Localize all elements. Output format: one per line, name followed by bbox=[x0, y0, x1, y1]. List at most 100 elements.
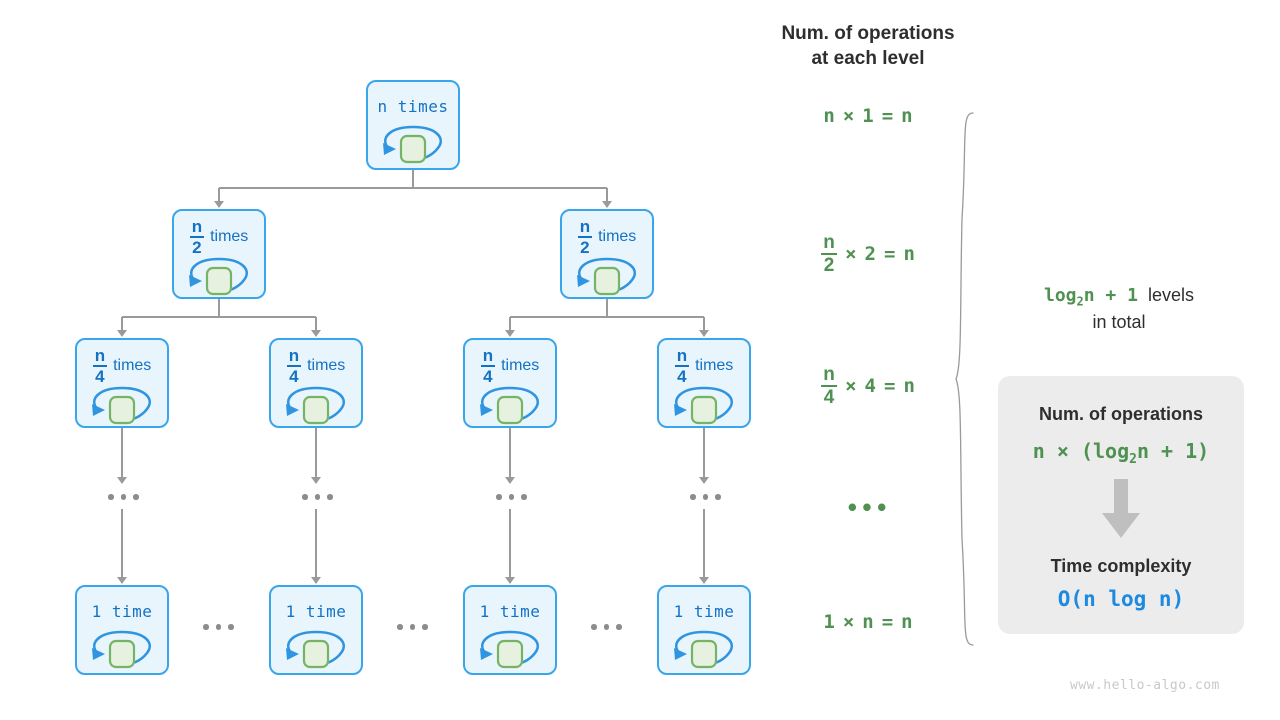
fraction-bar bbox=[189, 236, 204, 238]
op-equals-sign: = bbox=[881, 105, 894, 127]
tree-node-label: 1 time bbox=[286, 598, 347, 625]
fraction-bar bbox=[577, 236, 592, 238]
fraction-numerator: n bbox=[823, 232, 835, 253]
node-unit-text: times bbox=[598, 228, 637, 245]
fraction-denominator: 4 bbox=[677, 367, 687, 386]
levels-brace bbox=[955, 112, 977, 646]
fraction-denominator: 2 bbox=[823, 255, 835, 276]
tree-node-label: 1 time bbox=[92, 598, 153, 625]
summary-info-box: Num. of operations n × (log2n + 1) Time … bbox=[998, 376, 1244, 634]
operations-row-1: n×1=n bbox=[823, 105, 912, 127]
arrowhead-icon bbox=[214, 201, 224, 208]
connector-line bbox=[509, 509, 511, 578]
node-count-text: n times bbox=[377, 96, 449, 116]
op-operand-right: 2 bbox=[864, 243, 876, 265]
self-loop-icon bbox=[277, 627, 355, 673]
node-unit-text: times bbox=[307, 357, 346, 374]
arrowhead-icon bbox=[699, 330, 709, 337]
fraction-bar bbox=[674, 365, 689, 367]
connector-line bbox=[121, 317, 123, 331]
tree-node-l4-3: 1 time bbox=[463, 585, 557, 675]
fraction-numerator: n bbox=[676, 346, 688, 365]
node-count-text: 1 time bbox=[91, 601, 153, 621]
horizontal-ellipsis bbox=[203, 624, 234, 630]
levels-suffix: levels bbox=[1147, 285, 1194, 305]
connector-line bbox=[219, 187, 607, 189]
self-loop-icon bbox=[374, 122, 452, 168]
operations-row-ellipsis: ••• bbox=[846, 496, 890, 520]
fraction-numerator: n bbox=[823, 364, 835, 385]
vertical-ellipsis bbox=[690, 494, 721, 500]
connector-line bbox=[412, 170, 414, 188]
infobox-heading-complexity: Time complexity bbox=[1050, 556, 1192, 576]
arrowhead-icon bbox=[117, 477, 127, 484]
fraction-bar bbox=[286, 365, 301, 367]
node-unit-text: times bbox=[113, 357, 152, 374]
connector-line bbox=[703, 428, 705, 478]
op-operand-left: n bbox=[823, 105, 835, 127]
fraction-numerator: n bbox=[288, 346, 300, 365]
operations-column-title: Num. of operations at each level bbox=[781, 23, 955, 69]
connector-line bbox=[121, 509, 123, 578]
operations-row-5: 1×n=n bbox=[823, 611, 912, 633]
op-multiply-sign: × bbox=[845, 243, 857, 265]
levels-formula: log2n + 1 bbox=[1044, 285, 1138, 309]
fraction-numerator: n bbox=[191, 217, 203, 236]
connector-line bbox=[510, 316, 704, 318]
self-loop-icon bbox=[277, 383, 355, 429]
arrowhead-icon bbox=[117, 577, 127, 584]
vertical-ellipsis bbox=[302, 494, 333, 500]
arrowhead-icon bbox=[505, 477, 515, 484]
self-loop-icon bbox=[83, 627, 161, 673]
connector-line bbox=[122, 316, 316, 318]
self-loop-icon bbox=[471, 627, 549, 673]
node-count-text: 1 time bbox=[673, 601, 735, 621]
infobox-operations-formula: n × (log2n + 1) bbox=[1032, 439, 1210, 467]
connector-line bbox=[703, 317, 705, 331]
connector-line bbox=[315, 428, 317, 478]
op-operand-right: 4 bbox=[864, 375, 876, 397]
levels-line-2: in total bbox=[1092, 311, 1146, 332]
arrowhead-icon bbox=[117, 330, 127, 337]
connector-line bbox=[606, 188, 608, 202]
fraction-bar bbox=[821, 253, 838, 255]
connector-line bbox=[218, 299, 220, 317]
op-multiply-sign: × bbox=[842, 105, 855, 127]
op-result: n bbox=[903, 243, 915, 265]
arrowhead-icon bbox=[505, 330, 515, 337]
connector-line bbox=[218, 188, 220, 202]
arrowhead-icon bbox=[699, 577, 709, 584]
op-equals-sign: = bbox=[881, 611, 894, 633]
tree-node-l4-4: 1 time bbox=[657, 585, 751, 675]
node-count-text: 1 time bbox=[479, 601, 541, 621]
connector-line bbox=[509, 317, 511, 331]
op-operand-left: 1 bbox=[823, 611, 835, 633]
vertical-ellipsis bbox=[496, 494, 527, 500]
connector-line bbox=[315, 317, 317, 331]
levels-line-1: log2n + 1 levels bbox=[989, 283, 1249, 310]
fraction-bar bbox=[92, 365, 107, 367]
horizontal-ellipsis bbox=[591, 624, 622, 630]
op-operand-right: 1 bbox=[862, 105, 874, 127]
op-multiply-sign: × bbox=[842, 611, 855, 633]
connector-line bbox=[606, 299, 608, 317]
infobox-complexity-value: O(n log n) bbox=[1057, 587, 1185, 611]
fraction-denominator: 4 bbox=[823, 387, 835, 408]
fraction-bar bbox=[821, 385, 838, 387]
node-unit-text: times bbox=[501, 357, 540, 374]
